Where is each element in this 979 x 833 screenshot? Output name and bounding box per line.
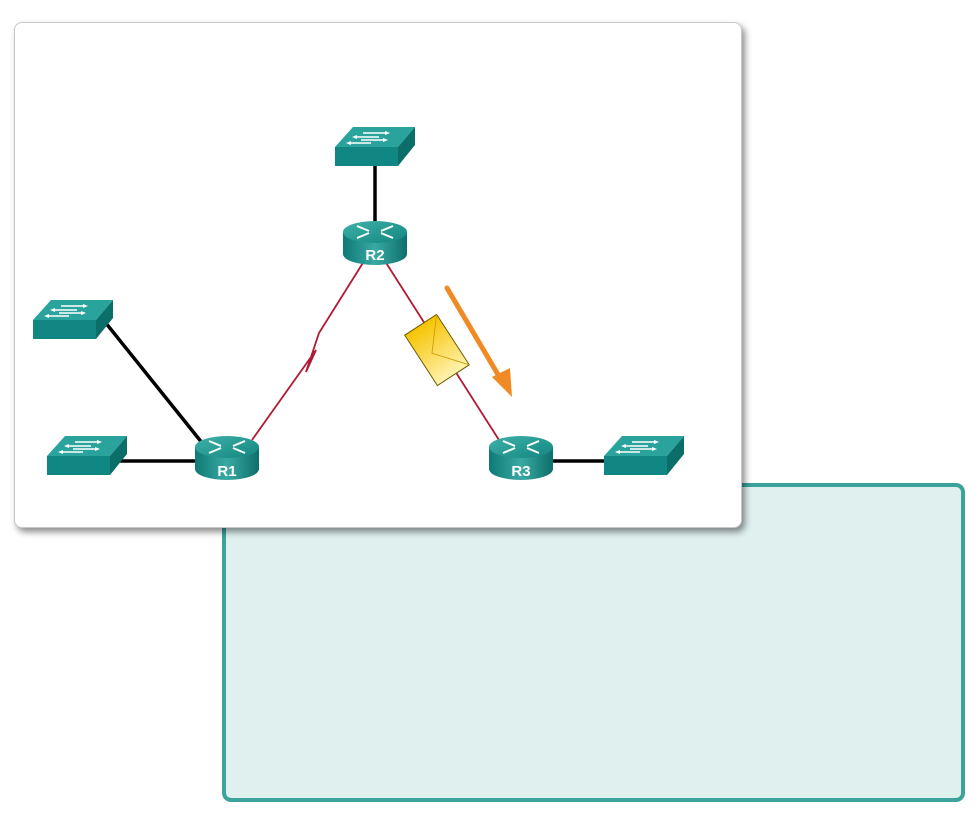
router-r2: R2 xyxy=(342,220,408,266)
router-label: R1 xyxy=(217,463,236,480)
switch-r2-lan xyxy=(334,126,416,167)
serial-links xyxy=(251,257,500,441)
switch-r3-lan xyxy=(603,435,685,476)
serial-link-r1-r2 xyxy=(251,257,367,441)
router-label: R2 xyxy=(365,247,384,264)
switch-r1-lan-lower xyxy=(46,435,128,476)
ethernet-links xyxy=(103,165,610,463)
envelope-icon xyxy=(404,313,470,387)
router-r3: R3 xyxy=(488,435,554,481)
link-r1-switch-upper xyxy=(103,320,205,446)
arrow-icon xyxy=(444,285,512,397)
switch-r1-lan-upper xyxy=(32,299,114,340)
router-label: R3 xyxy=(511,463,530,480)
router-r1: R1 xyxy=(194,435,260,481)
